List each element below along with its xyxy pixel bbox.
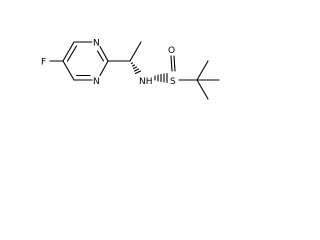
ring-bond-n3-c2-inner — [96, 50, 105, 62]
atom-oxygen: O — [168, 46, 175, 56]
bond-ch-methyl — [129, 41, 142, 62]
chemical-structure: F N N NH S O — [41, 39, 220, 100]
atom-fluorine: F — [41, 58, 46, 68]
bond-cq-me-up — [196, 60, 209, 81]
ring-bond-c5-c4 — [62, 41, 75, 62]
ring-bond-n3-c2 — [99, 45, 109, 62]
ring-bond-c6-c5 — [62, 60, 75, 81]
ring-bond-c4-c5-inner — [66, 45, 78, 62]
bond-cq-me-down — [196, 79, 209, 100]
bond-s-o-b — [173, 55, 176, 72]
atom-sulfur: S — [170, 77, 176, 87]
hashed-wedge-ch-nh — [130, 62, 142, 75]
atom-nitrogen-upper: N — [93, 39, 100, 49]
ring-bond-c2-n1 — [99, 60, 109, 77]
atom-nitrogen-lower: N — [93, 77, 100, 87]
structure-canvas: F N N NH S O — [0, 0, 225, 128]
hashed-wedge-nh-s — [154, 72, 168, 84]
atom-amine: NH — [139, 77, 153, 87]
bond-s-o-a — [170, 55, 173, 72]
